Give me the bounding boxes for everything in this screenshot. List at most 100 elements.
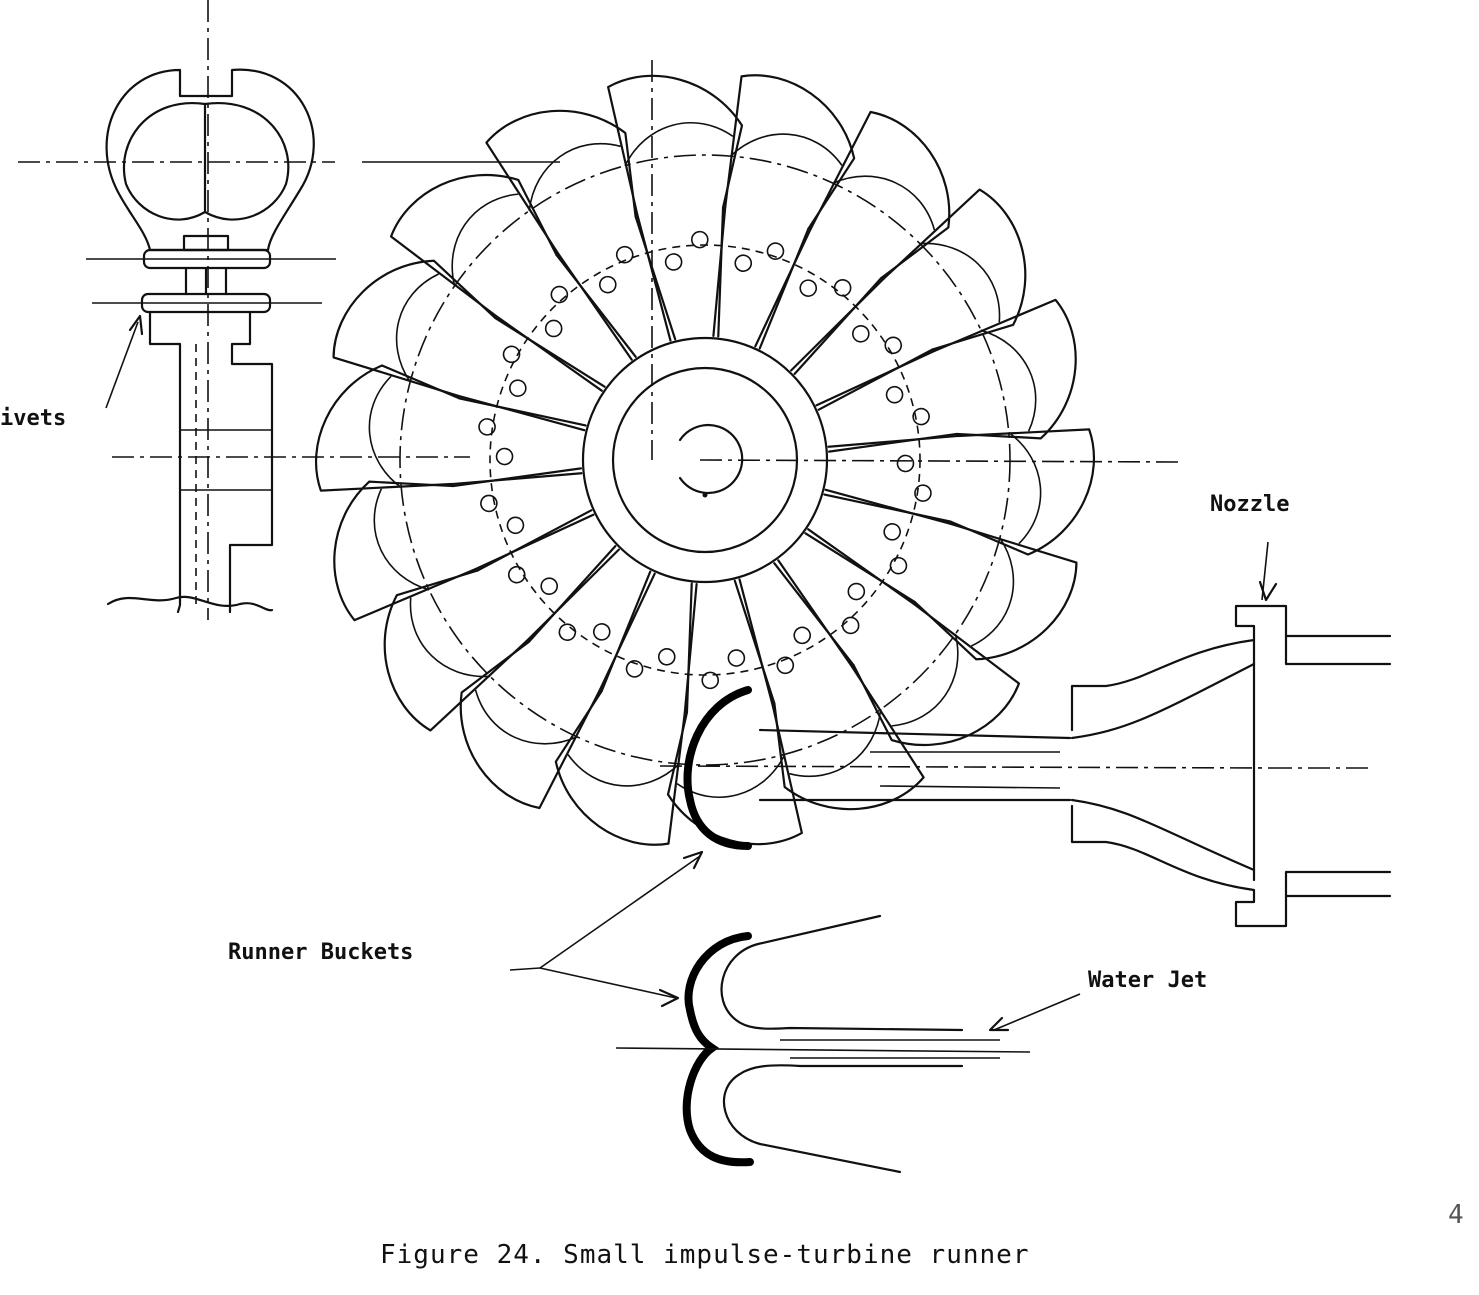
bucket-rivet (766, 242, 785, 260)
rivets-arrowhead (128, 314, 144, 336)
bucket-rivet (502, 345, 521, 364)
bucket-rivet (889, 556, 908, 575)
runner-bucket (485, 109, 677, 361)
bucket-lip (919, 242, 1001, 323)
hub-disc-outer (581, 336, 829, 584)
bucket-section-view (18, 0, 470, 620)
bucket-arm (457, 316, 606, 432)
pitch-circle (399, 154, 1011, 766)
runner-bucket (773, 528, 1021, 746)
hub-section (148, 310, 274, 614)
bucket-cup (554, 690, 686, 846)
jet-leader (993, 993, 1081, 1031)
bucket-arm (476, 509, 620, 643)
nozzle-bore-lower (1284, 870, 1392, 898)
bucket-rivet (544, 319, 563, 338)
bucket-rivet (727, 649, 746, 667)
bucket-arm (494, 253, 637, 392)
bucket-rivet (799, 279, 818, 297)
jet-stream-2 (879, 785, 1061, 789)
bucket-rivet (833, 279, 852, 297)
bucket-rivet (776, 656, 795, 675)
bucket-lip (971, 537, 1015, 647)
runner-wheel (315, 60, 1181, 846)
detail-bucket-outline (682, 932, 754, 1167)
runner-bucket (815, 298, 1077, 453)
label-runner-buckets: Runner Buckets (228, 940, 414, 965)
nozzle-inner-upper (1070, 662, 1256, 740)
label-nozzle: Nozzle (1210, 492, 1290, 517)
bucket-rivet (540, 577, 558, 595)
bucket-rivet (852, 325, 870, 343)
nozzle-arrowhead (1258, 580, 1278, 602)
break-line (106, 595, 274, 612)
nozzle-lower-body (1070, 804, 1392, 928)
bucket-rivet (914, 484, 932, 502)
bucket-cup (332, 259, 497, 398)
bucket-arm (804, 488, 953, 604)
nozzle-inner-lower (1070, 798, 1256, 872)
bucket-lip (789, 708, 882, 778)
detail-centerline (615, 1047, 1031, 1053)
bucket-rivet (495, 447, 514, 466)
bucket-lip (729, 133, 843, 166)
bucket-arm (712, 205, 810, 350)
bucket-rivet (841, 616, 860, 635)
bucket-rivet (478, 418, 496, 436)
bucket-lip (451, 193, 519, 287)
bucket-cup (913, 522, 1078, 661)
jet-upper-edge (758, 728, 1072, 740)
bucket-rivet (657, 648, 676, 666)
buckets-leader-base (509, 967, 541, 971)
runner-bucket (315, 364, 587, 492)
bucket-lip (832, 175, 936, 231)
jet-centerline (659, 765, 1271, 769)
bucket-lip (1008, 431, 1042, 545)
bucket-rivet (506, 516, 525, 535)
bucket-lip (624, 122, 734, 167)
buckets-leader-lower (539, 967, 677, 999)
bucket-lip (567, 754, 681, 787)
bucket-rivet (550, 285, 569, 304)
bucket-rivet (884, 336, 903, 355)
figure-caption: Figure 24. Small impulse-turbine runner (380, 1240, 1030, 1270)
bucket-lip (528, 142, 621, 212)
label-rivets: ivets (0, 406, 67, 431)
bucket-inner-cup-left (122, 101, 207, 221)
nozzle-bore-upper (1284, 634, 1392, 666)
jet-arrowhead (988, 1016, 1010, 1032)
bucket-inner-cup-right (203, 101, 290, 221)
bucket-rivet (701, 671, 720, 690)
bucket-rivet (598, 275, 617, 294)
bucket-rivet (912, 407, 930, 426)
bucket-outline (105, 68, 315, 252)
bucket-lip (409, 597, 491, 678)
rivets-leader (105, 321, 139, 409)
buckets-arrowhead-lower (658, 988, 680, 1008)
hub-mark (678, 423, 744, 495)
bucket-cup (315, 364, 461, 492)
bucket-rivet (592, 623, 611, 641)
runner-buckets-group (315, 74, 1095, 846)
bucket-rivet (896, 454, 915, 473)
hub-center-dot (702, 492, 708, 498)
bucket-arm (600, 570, 698, 715)
bucket-lip (891, 633, 959, 727)
bucket-rivet (885, 385, 904, 404)
runner-bucket (332, 259, 606, 432)
bucket-lip (373, 488, 430, 591)
nozzle-assembly (1070, 541, 1392, 928)
bucket-cup (459, 640, 601, 810)
runner-bucket (554, 570, 698, 846)
bucket-lip (474, 689, 578, 745)
bucket-detail (509, 850, 1081, 1174)
bucket-arm (452, 467, 595, 571)
bucket-arm (790, 277, 934, 411)
bucket-arm (773, 528, 916, 667)
bucket-rivet (690, 230, 709, 249)
bucket-arm (815, 349, 958, 453)
bucket-neck (182, 234, 230, 252)
bucket-rivet (793, 626, 812, 645)
page-mark: 4 (1448, 1200, 1464, 1230)
